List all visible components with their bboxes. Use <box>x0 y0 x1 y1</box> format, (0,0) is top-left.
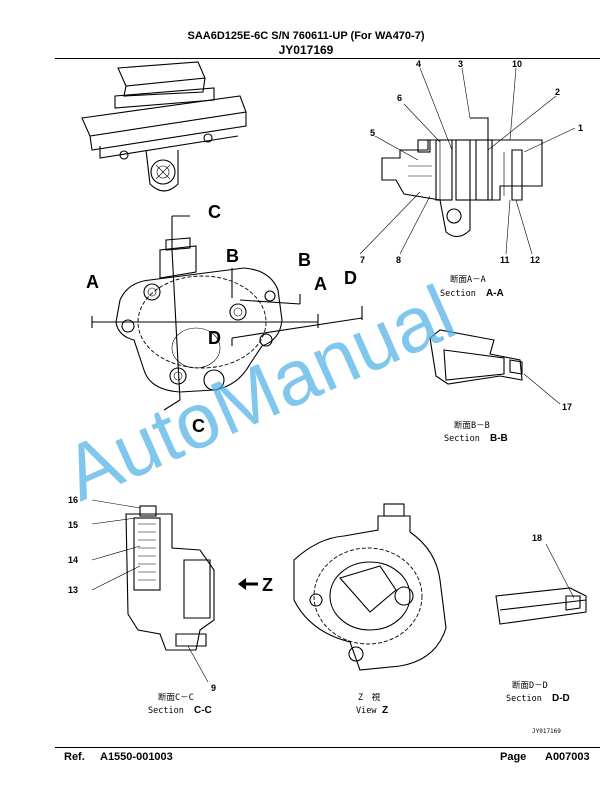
view-z-drawing <box>293 503 447 671</box>
caption-aa-jp: 断面A－A <box>450 274 486 285</box>
marker-b-top: B <box>226 246 239 266</box>
callout-16: 16 <box>68 495 78 505</box>
drawing-code-title: JY017169 <box>278 43 334 57</box>
footer-ref-value: A1550-001003 <box>100 751 173 763</box>
callout-12: 12 <box>530 255 540 265</box>
section-b-b-view <box>429 329 561 405</box>
page-title: SAA6D125E-6C S/N 760611-UP (For WA470-7) <box>187 30 425 42</box>
callout-2: 2 <box>555 87 560 97</box>
caption-bb-en: Section <box>444 434 480 444</box>
caption-cc-jp: 断面C－C <box>158 692 194 703</box>
callout-1: 1 <box>578 123 583 133</box>
footer-page-value: A007003 <box>545 751 590 763</box>
caption-cc-en: Section <box>148 706 184 716</box>
marker-c-bottom: C <box>192 416 205 436</box>
callout-7: 7 <box>360 255 365 265</box>
caption-cc-id: C-C <box>194 705 212 716</box>
callout-14: 14 <box>68 555 78 565</box>
callout-13: 13 <box>68 585 78 595</box>
callout-3: 3 <box>458 59 463 69</box>
caption-z-jp: Z 視 <box>358 692 381 703</box>
caption-dd-en: Section <box>506 694 542 704</box>
section-a-a-view <box>359 67 576 255</box>
isometric-pump-view <box>81 61 247 192</box>
section-captions: 断面A－A Section A-A 断面B－B Section B-B 断面C－… <box>148 274 570 735</box>
marker-b-right: B <box>298 250 311 270</box>
callout-18: 18 <box>532 533 542 543</box>
caption-bb-jp: 断面B－B <box>454 420 490 431</box>
section-markers: A A B B C C D D Z <box>86 202 357 595</box>
callout-labels: 1 2 3 4 5 6 7 8 9 10 11 12 13 14 15 16 1… <box>68 59 583 693</box>
callout-11: 11 <box>500 255 510 265</box>
callout-17: 17 <box>562 402 572 412</box>
callout-5: 5 <box>370 128 375 138</box>
main-pump-view <box>91 215 363 411</box>
callout-15: 15 <box>68 520 78 530</box>
callout-6: 6 <box>397 93 402 103</box>
caption-dd-jp: 断面D－D <box>512 680 548 691</box>
callout-4: 4 <box>416 59 421 69</box>
caption-bb-id: B-B <box>490 433 508 444</box>
callout-8: 8 <box>396 255 401 265</box>
drawing-code-small: JY017169 <box>532 728 561 735</box>
marker-a-right: A <box>314 274 327 294</box>
section-c-c-view <box>91 499 258 683</box>
footer-page-label: Page <box>500 751 527 763</box>
caption-aa-id: A-A <box>486 288 504 299</box>
callout-9: 9 <box>211 683 216 693</box>
marker-d-right: D <box>344 268 357 288</box>
header-rule <box>55 58 600 59</box>
caption-z-id: Z <box>382 705 388 716</box>
watermark-text: AutoManual <box>51 268 467 518</box>
marker-a-left: A <box>86 272 99 292</box>
footer-rule <box>55 747 600 748</box>
caption-dd-id: D-D <box>552 693 570 704</box>
caption-aa-en: Section <box>440 289 476 299</box>
marker-c-top: C <box>208 202 221 222</box>
footer-ref-label: Ref. <box>64 751 85 763</box>
marker-z: Z <box>262 575 273 595</box>
callout-10: 10 <box>512 59 522 69</box>
caption-z-en: View <box>356 706 377 716</box>
marker-d-left: D <box>208 328 221 348</box>
section-d-d-view <box>495 543 587 625</box>
